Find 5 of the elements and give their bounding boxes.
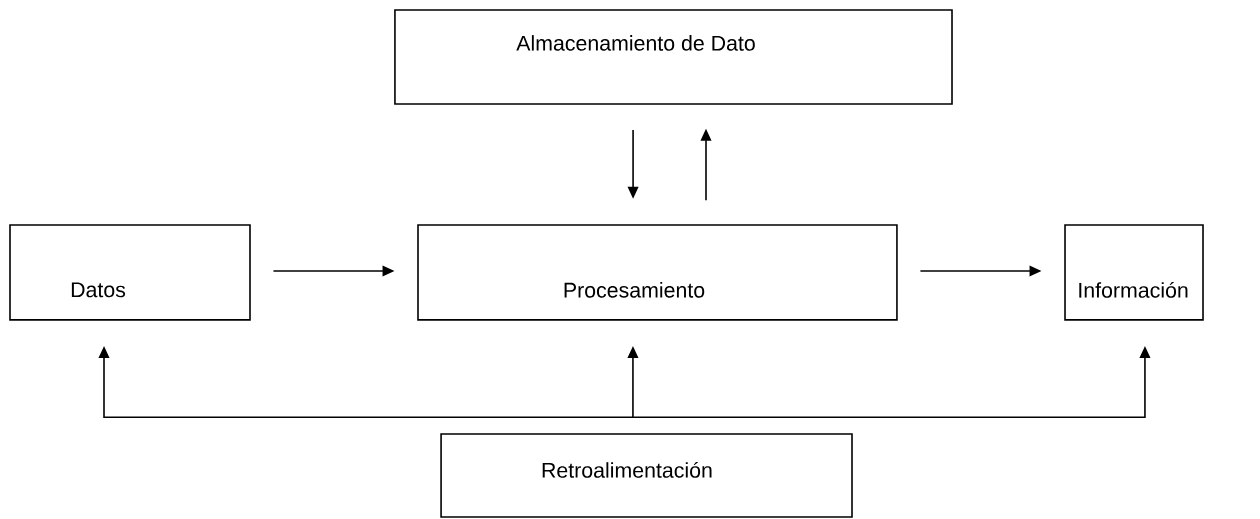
process-box: Retroalimentación bbox=[440, 433, 853, 518]
process-box: Datos bbox=[9, 224, 251, 321]
process-box: Almacenamiento de Dato bbox=[394, 9, 953, 105]
process-box: Procesamiento bbox=[417, 224, 898, 321]
process-box: Información bbox=[1064, 224, 1204, 321]
